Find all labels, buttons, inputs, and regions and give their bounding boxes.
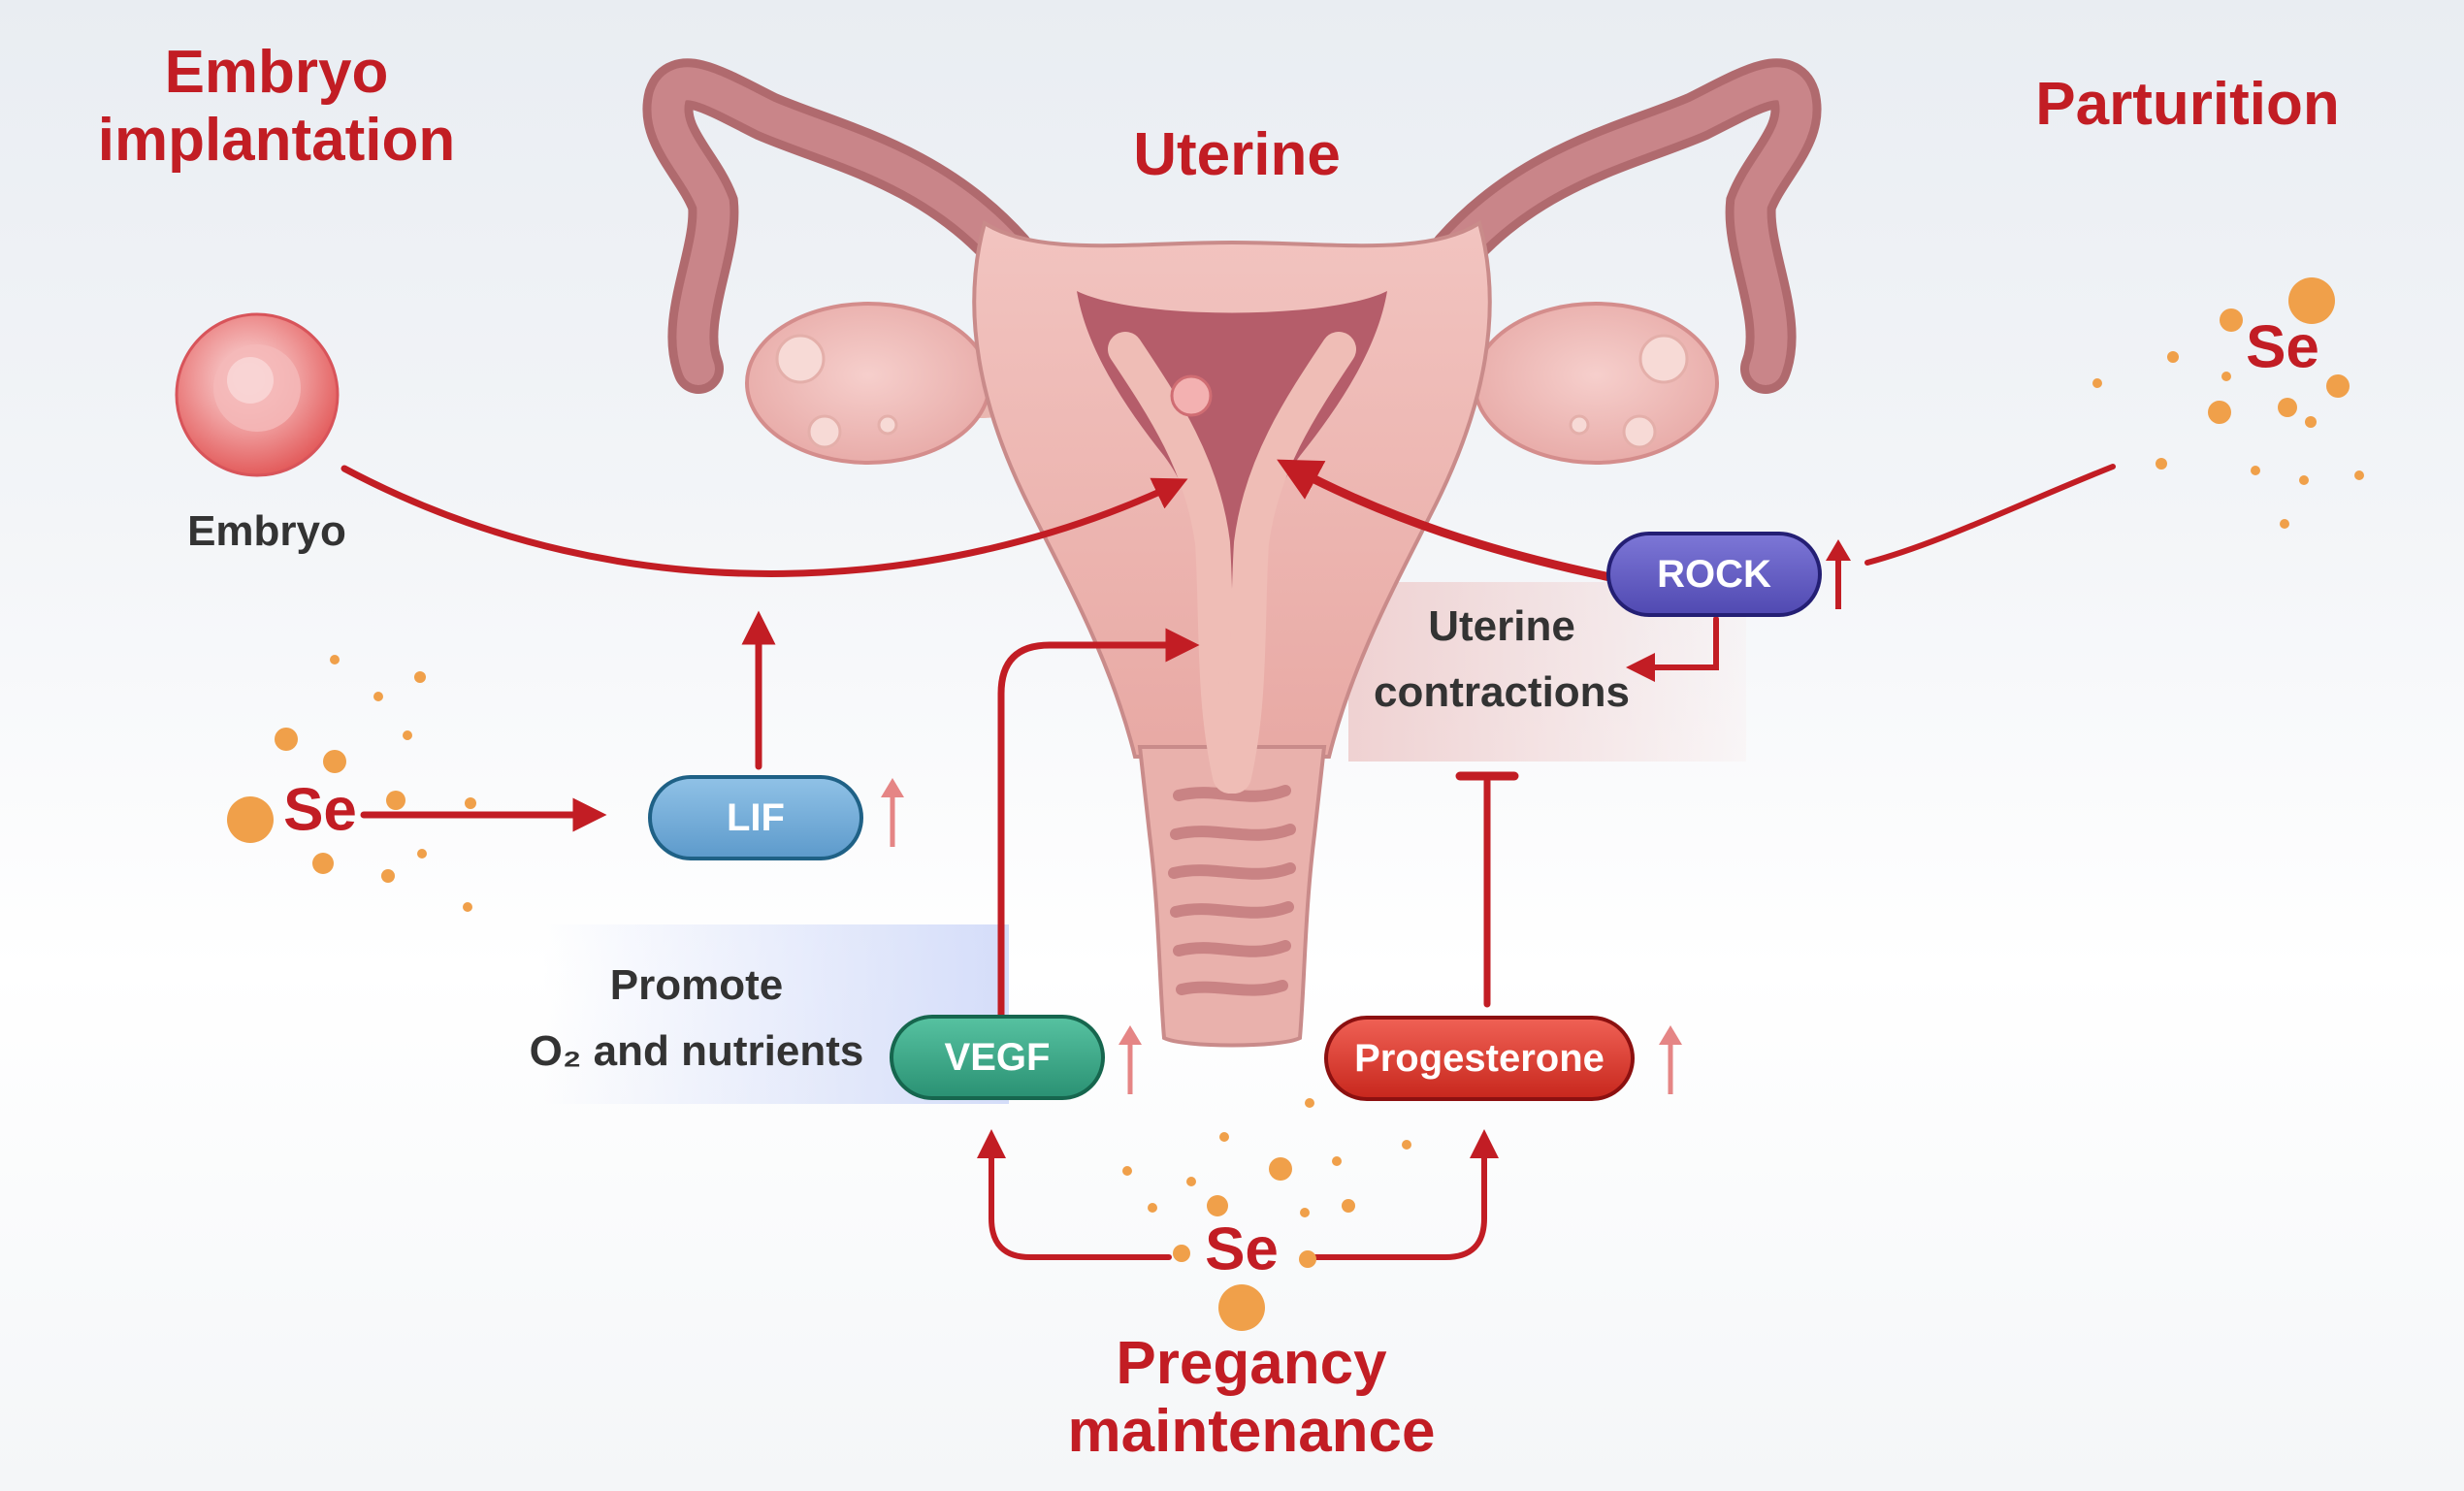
- promote-label: Promote O₂ and nutrients: [529, 961, 864, 1075]
- lif-label: LIF: [727, 795, 785, 839]
- se-label-bottom: Se: [1205, 1215, 1279, 1283]
- se-label-right: Se: [2246, 313, 2319, 381]
- se-to-vegf-arrow: [977, 1129, 1172, 1260]
- rock-to-contractions-arrow: [1626, 616, 1719, 682]
- rock-to-uterus-arrow: [1277, 459, 1615, 582]
- se-label-left: Se: [283, 776, 357, 844]
- left-ovary: [745, 302, 991, 465]
- vegf-badge: VEGF: [890, 1015, 1105, 1100]
- right-ovary: [1473, 302, 1719, 465]
- embryo-cell: [175, 312, 340, 477]
- embryo-implantation-arrow: [340, 465, 1188, 577]
- embryo-implantation-heading: Embryo implantation: [97, 39, 456, 174]
- vegf-label: VEGF: [944, 1035, 1051, 1079]
- implanted-embryo: [1170, 374, 1213, 417]
- rock-badge: ROCK: [1606, 532, 1822, 617]
- selenium-particles: [227, 277, 2364, 1331]
- up-arrows: [881, 539, 1851, 1094]
- parturition-heading: Parturition: [2035, 71, 2340, 138]
- uterus-illustration: [642, 58, 1822, 1048]
- se-to-progesterone-arrow: [1312, 1129, 1499, 1260]
- progesterone-badge: Progesterone: [1324, 1016, 1635, 1101]
- lif-badge: LIF: [648, 775, 863, 860]
- pregnancy-maintenance-heading: Pregancy maintenance: [1067, 1330, 1436, 1465]
- rock-label: ROCK: [1657, 552, 1771, 596]
- vegf-to-uterus-arrow: [997, 628, 1200, 1020]
- se-to-rock-line: [1864, 464, 2116, 566]
- rugae: [1168, 785, 1296, 996]
- arrows: [340, 459, 2116, 1260]
- cervix: [1137, 745, 1327, 1048]
- embryo-label: Embryo: [187, 507, 346, 555]
- uterine-contractions-label: Uterine contractions: [1373, 602, 1631, 716]
- uterine-heading: Uterine: [1133, 121, 1341, 188]
- progesterone-label: Progesterone: [1354, 1036, 1605, 1080]
